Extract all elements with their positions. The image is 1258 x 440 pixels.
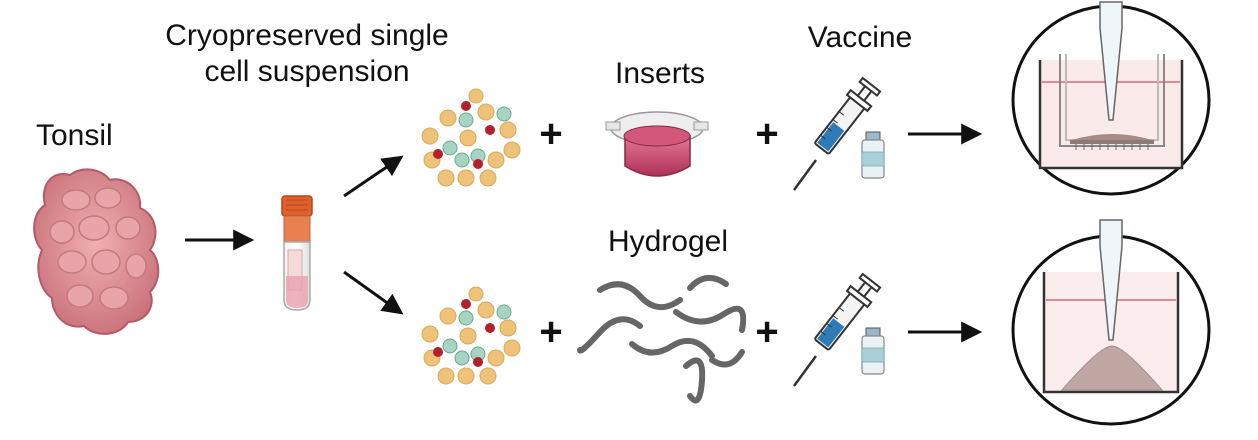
cryovial-illustration — [281, 195, 313, 311]
vaccine-syringe-bottom — [792, 272, 885, 387]
arrow-to-bottom-branch — [343, 270, 404, 315]
label-cryo-line2: cell suspension — [204, 55, 410, 88]
label-tonsil: Tonsil — [36, 119, 113, 152]
hydrogel-fibers — [577, 275, 747, 404]
plus-sign: + — [755, 112, 779, 156]
insert-dish-illustration — [605, 111, 709, 177]
culture-well-insert — [1011, 1, 1211, 196]
vaccine-syringe-top — [792, 76, 885, 191]
cell-cluster-top — [421, 88, 521, 187]
cell-cluster-bottom — [421, 286, 521, 385]
label-hydrogel: Hydrogel — [607, 225, 729, 258]
plus-sign: + — [539, 310, 563, 354]
culture-well-hydrogel — [1011, 219, 1211, 426]
tonsil-illustration — [33, 168, 160, 335]
label-vaccine: Vaccine — [807, 21, 913, 54]
plus-sign: + — [539, 112, 563, 156]
plus-sign: + — [755, 310, 779, 354]
label-cryo-line1: Cryopreserved single — [165, 19, 449, 52]
label-inserts: Inserts — [614, 57, 706, 90]
arrow-to-top-branch — [343, 155, 404, 198]
